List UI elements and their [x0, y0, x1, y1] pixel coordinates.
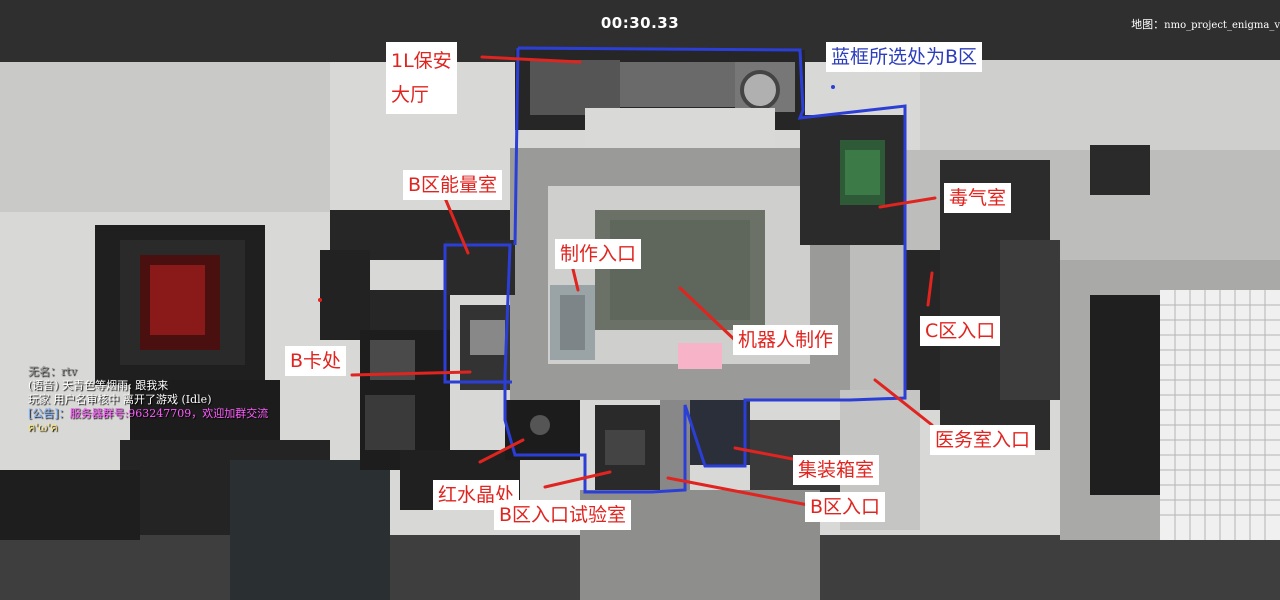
label-b-entrance: B区入口	[805, 492, 886, 522]
label-security-hall-line1: 1L保安	[391, 50, 452, 72]
label-robot-craft: 机器人制作	[733, 325, 839, 355]
chat-line-announcement: [公告]：服务器群号:963247709，欢迎加群交流	[28, 407, 268, 421]
round-timer: 00:30.33	[600, 14, 680, 32]
map-label: 地图：	[1131, 18, 1165, 31]
label-security-hall: 1L保安 大厅	[386, 42, 457, 114]
label-b-energy-room: B区能量室	[403, 170, 503, 200]
label-gas-room: 毒气室	[944, 183, 1012, 213]
map-name-display: 地图：nmo_project_enigma_v	[1131, 16, 1280, 32]
chat-line: 玩家 用户名审核中 离开了游戏 (Idle)	[28, 393, 212, 406]
label-c-entrance: C区入口	[920, 316, 1001, 346]
chat-line: ฅ'ω'ฅ	[28, 421, 58, 434]
announcement-tag: [公告]：	[28, 407, 70, 420]
map-name-value: nmo_project_enigma_v	[1164, 20, 1280, 31]
label-assembly-box-room: 集装箱室	[793, 455, 880, 485]
label-b-card: B卡处	[285, 346, 347, 376]
label-security-hall-line2: 大厅	[391, 84, 430, 106]
chat-log: 无名：rtv (语音) 天青色等烟雨: 跟我来 玩家 用户名审核中 离开了游戏 …	[28, 365, 268, 435]
label-b-entrance-lab: B区入口试验室	[494, 500, 632, 530]
chat-line: (语音) 天青色等烟雨: 跟我来	[28, 379, 169, 392]
label-blue-box-note: 蓝框所选处为B区	[826, 42, 983, 72]
announcement-text: 服务器群号:963247709，欢迎加群交流	[69, 407, 269, 420]
label-craft-entrance: 制作入口	[555, 239, 642, 269]
label-medical-entrance: 医务室入口	[930, 425, 1036, 455]
chat-line: 无名：rtv	[28, 365, 77, 378]
